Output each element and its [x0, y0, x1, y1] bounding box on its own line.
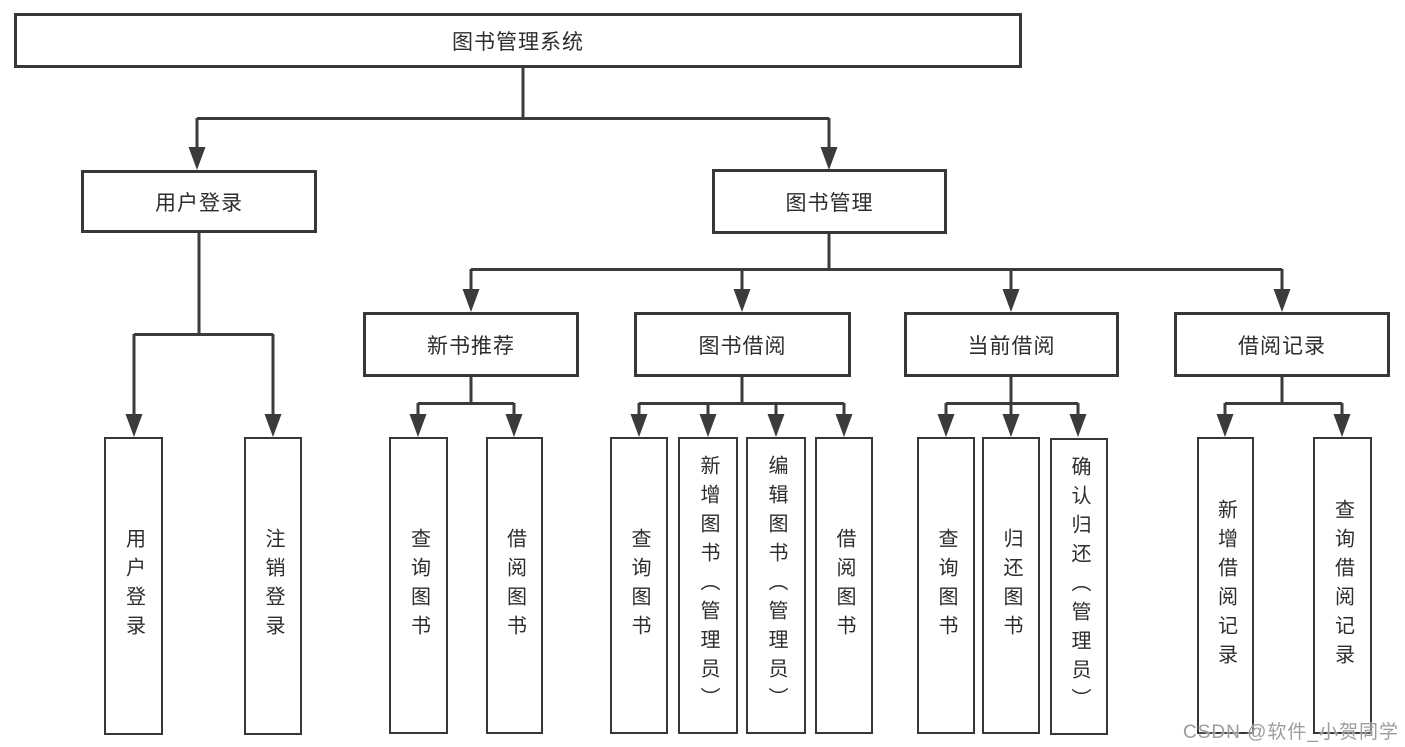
node-book-borrowing-label: 图书借阅	[698, 334, 787, 358]
trunk-user-login	[134, 233, 273, 336]
leaf-bb-borrow-books-label: 借阅图书	[833, 527, 855, 644]
leaf-logout: 注销登录	[244, 437, 302, 735]
leaf-br-add-record: 新增借阅记录	[1197, 437, 1254, 734]
leaf-bb-add-books-admin: 新增图书（管理员）	[678, 437, 738, 734]
leaf-cb-query-books-label: 查询图书	[935, 527, 957, 644]
trunk-root	[197, 68, 829, 120]
leaf-bb-borrow-books: 借阅图书	[815, 437, 873, 734]
node-current-borrowing-label: 当前借阅	[967, 334, 1056, 358]
leaf-logout-label: 注销登录	[262, 528, 284, 644]
leaf-bb-add-books-admin-label: 新增图书（管理员）	[697, 455, 719, 716]
trunk-current-borrow	[946, 377, 1078, 405]
leaf-rec-query-books-label: 查询图书	[407, 527, 430, 644]
trunk-new-book-rec	[418, 377, 514, 405]
node-root-system: 图书管理系统	[14, 13, 1022, 68]
node-book-management-label: 图书管理	[785, 191, 874, 215]
trunk-borrow-records	[1225, 377, 1342, 405]
node-borrowing-records-label: 借阅记录	[1238, 334, 1326, 358]
trunk-book-borrow	[639, 377, 844, 405]
leaf-cb-query-books: 查询图书	[917, 437, 975, 734]
leaf-cb-confirm-return-admin: 确认归还（管理员）	[1050, 438, 1108, 735]
leaf-cb-return-books: 归还图书	[982, 437, 1040, 734]
leaf-cb-confirm-return-admin-label: 确认归还（管理员）	[1068, 456, 1090, 717]
watermark: CSDN @软件_小贺同学	[1183, 722, 1399, 743]
trunk-book-mgmt	[471, 234, 1282, 271]
leaf-rec-borrow-books: 借阅图书	[486, 437, 543, 734]
node-new-book-recommend: 新书推荐	[363, 312, 579, 377]
leaf-bb-query-books-label: 查询图书	[628, 527, 650, 644]
leaf-bb-edit-books-admin-label: 编辑图书（管理员）	[765, 455, 787, 716]
leaf-br-query-record: 查询借阅记录	[1313, 437, 1372, 734]
node-new-book-recommend-label: 新书推荐	[427, 334, 515, 358]
leaf-user-login-label: 用户登录	[122, 528, 145, 644]
leaf-bb-query-books: 查询图书	[610, 437, 668, 734]
leaf-cb-return-books-label: 归还图书	[1000, 527, 1022, 644]
node-book-borrowing: 图书借阅	[634, 312, 851, 377]
node-borrowing-records: 借阅记录	[1174, 312, 1390, 377]
node-root-label: 图书管理系统	[452, 30, 584, 54]
node-user-login: 用户登录	[81, 170, 317, 233]
leaf-rec-borrow-books-label: 借阅图书	[503, 527, 526, 644]
leaf-br-add-record-label: 新增借阅记录	[1214, 498, 1237, 673]
leaf-rec-query-books: 查询图书	[389, 437, 448, 734]
arrow-stems	[132, 118, 1344, 419]
node-current-borrowing: 当前借阅	[904, 312, 1119, 377]
leaf-bb-edit-books-admin: 编辑图书（管理员）	[746, 437, 806, 734]
node-book-management: 图书管理	[712, 169, 947, 234]
leaf-user-login: 用户登录	[104, 437, 163, 735]
leaf-br-query-record-label: 查询借阅记录	[1331, 498, 1354, 673]
arrowheads	[125, 147, 1351, 437]
node-user-login-label: 用户登录	[155, 191, 243, 215]
